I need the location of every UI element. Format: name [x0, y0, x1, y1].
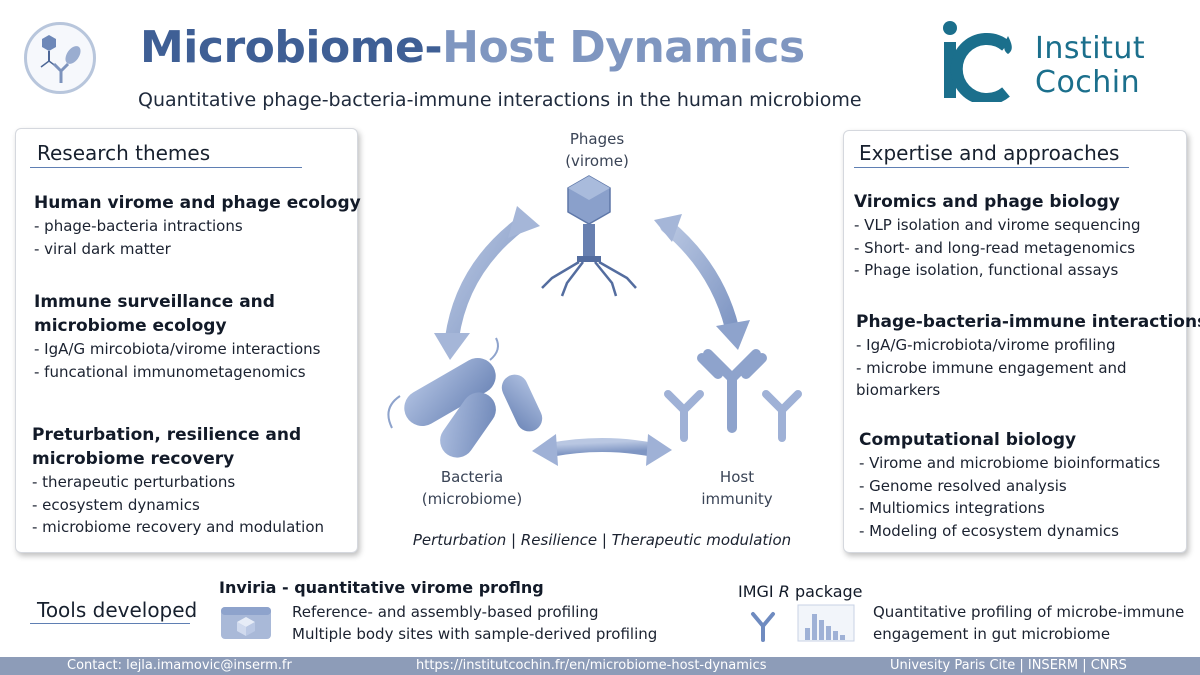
title-part-dark: Microbiome- — [140, 22, 443, 73]
host-immunity-label: Host immunity — [687, 466, 787, 510]
expertise-section-3: Computational biology - Virome and micro… — [859, 428, 1160, 542]
inviria-heading: Inviria - quantitative virome proflng — [219, 578, 544, 597]
list-item: - microbiome recovery and modulation — [32, 518, 325, 536]
institute-name: Institut Cochin — [1035, 32, 1145, 100]
research-section-1: Human virome and phage ecology - phage-b… — [34, 191, 361, 260]
tools-underline — [30, 623, 190, 624]
inviria-line-1: Reference- and assembly-based profiling — [292, 603, 599, 621]
lab-logo — [24, 22, 96, 94]
page-subtitle: Quantitative phage-bacteria-immune inter… — [138, 89, 862, 111]
institute-name-line2: Cochin — [1035, 65, 1141, 100]
bacteria-illustration — [387, 337, 543, 458]
section-heading: Immune surveillance and — [34, 292, 275, 312]
phage-illustration — [541, 175, 637, 297]
expertise-title: Expertise and approaches — [859, 141, 1120, 165]
section-heading: Computational biology — [859, 430, 1077, 450]
section-heading: Preturbation, resilience and — [32, 425, 302, 445]
imgi-heading: IMGI R package — [738, 582, 863, 601]
title-part-light: Host Dynamics — [442, 22, 805, 73]
expertise-section-2: Phage-bacteria-immune interactions - IgA… — [856, 310, 1200, 402]
footer-bar — [0, 657, 1200, 675]
bacteria-label: Bacteria (microbiome) — [412, 466, 532, 510]
section-heading: Human virome and phage ecology — [34, 193, 361, 213]
phages-label-line1: Phages — [569, 130, 625, 148]
antibody-icon — [748, 608, 778, 642]
website-link[interactable]: https://institutcochin.fr/en/microbiome-… — [416, 658, 767, 673]
inviria-line-2: Multiple body sites with sample-derived … — [292, 625, 658, 643]
list-item: biomarkers — [856, 381, 941, 399]
research-section-3: Preturbation, resilience and microbiome … — [32, 423, 324, 539]
imgi-heading-post: package — [789, 582, 863, 601]
diagram-graphics — [387, 175, 802, 466]
section-heading-cont: microbiome ecology — [34, 316, 227, 336]
list-item: - IgA/G mircobiota/virome interactions — [34, 340, 321, 358]
phages-label-line2: (virome) — [565, 152, 629, 170]
bacteria-label-line1: Bacteria — [440, 468, 504, 486]
list-item: - Virome and microbiome bioinformatics — [859, 454, 1161, 472]
bacteria-label-line2: (microbiome) — [421, 490, 523, 508]
arrow-phage-bacteria — [434, 206, 540, 360]
section-heading-cont: microbiome recovery — [32, 449, 235, 469]
list-item: - phage-bacteria intractions — [34, 217, 243, 235]
institute-name-line1: Institut — [1035, 31, 1146, 66]
research-themes-panel: Research themes Human virome and phage e… — [15, 128, 361, 553]
list-item: - Short- and long-read metagenomics — [854, 238, 1136, 257]
interaction-diagram: Phages (virome) Bacteria (microbiome) Ho… — [372, 128, 832, 548]
list-item: - viral dark matter — [34, 239, 171, 258]
histogram-icon — [797, 604, 855, 642]
research-themes-title: Research themes — [37, 141, 211, 165]
list-item: - VLP isolation and virome sequencing — [854, 216, 1141, 234]
host-immunity-label-line1: Host — [719, 468, 755, 486]
host-immunity-label-line2: immunity — [701, 490, 773, 508]
list-item: - microbe immune engagement and — [856, 358, 1127, 377]
imgi-line-1: Quantitative profiling of microbe-immune — [873, 603, 1185, 621]
page-title: Microbiome-Host Dynamics — [140, 22, 805, 73]
title-underline — [854, 167, 1129, 168]
affiliations: Univesity Paris Cite | INSERM | CNRS — [890, 658, 1127, 673]
section-heading: Viromics and phage biology — [854, 192, 1120, 212]
title-underline — [30, 167, 302, 168]
list-item: - IgA/G-microbiota/virome profiling — [856, 336, 1116, 354]
imgi-heading-r: R — [778, 582, 790, 601]
section-heading: Phage-bacteria-immune interactions — [856, 312, 1200, 332]
diagram-tagline: Perturbation | Resilience | Therapeutic … — [412, 531, 792, 549]
research-section-2: Immune surveillance and microbiome ecolo… — [34, 290, 320, 383]
list-item: - Genome resolved analysis — [859, 476, 1067, 495]
tools-title: Tools developed — [37, 598, 198, 622]
phage-bacteria-antibody-icon — [40, 35, 81, 83]
database-icon — [219, 603, 273, 643]
list-item: - ecosystem dynamics — [32, 495, 200, 514]
expertise-section-1: Viromics and phage biology - VLP isolati… — [854, 190, 1141, 282]
arrow-bacteria-immunity — [532, 434, 672, 466]
list-item: - Multiomics integrations — [859, 499, 1045, 517]
list-item: - therapeutic perturbations — [32, 473, 236, 491]
antibody-illustration — [664, 349, 802, 442]
institut-cochin-logo-mark — [938, 18, 1018, 105]
phages-label: Phages (virome) — [552, 128, 642, 172]
list-item: - Phage isolation, functional assays — [854, 261, 1119, 279]
list-item: - Modeling of ecosystem dynamics — [859, 521, 1119, 540]
expertise-panel: Expertise and approaches Viromics and ph… — [843, 130, 1200, 553]
imgi-heading-pre: IMGI — [738, 582, 779, 601]
list-item: - funcational immunometagenomics — [34, 362, 306, 381]
arrow-phage-immunity — [654, 214, 750, 350]
contact-email[interactable]: Contact: lejla.imamovic@inserm.fr — [67, 658, 292, 673]
imgi-line-2: engagement in gut microbiome — [873, 625, 1111, 643]
